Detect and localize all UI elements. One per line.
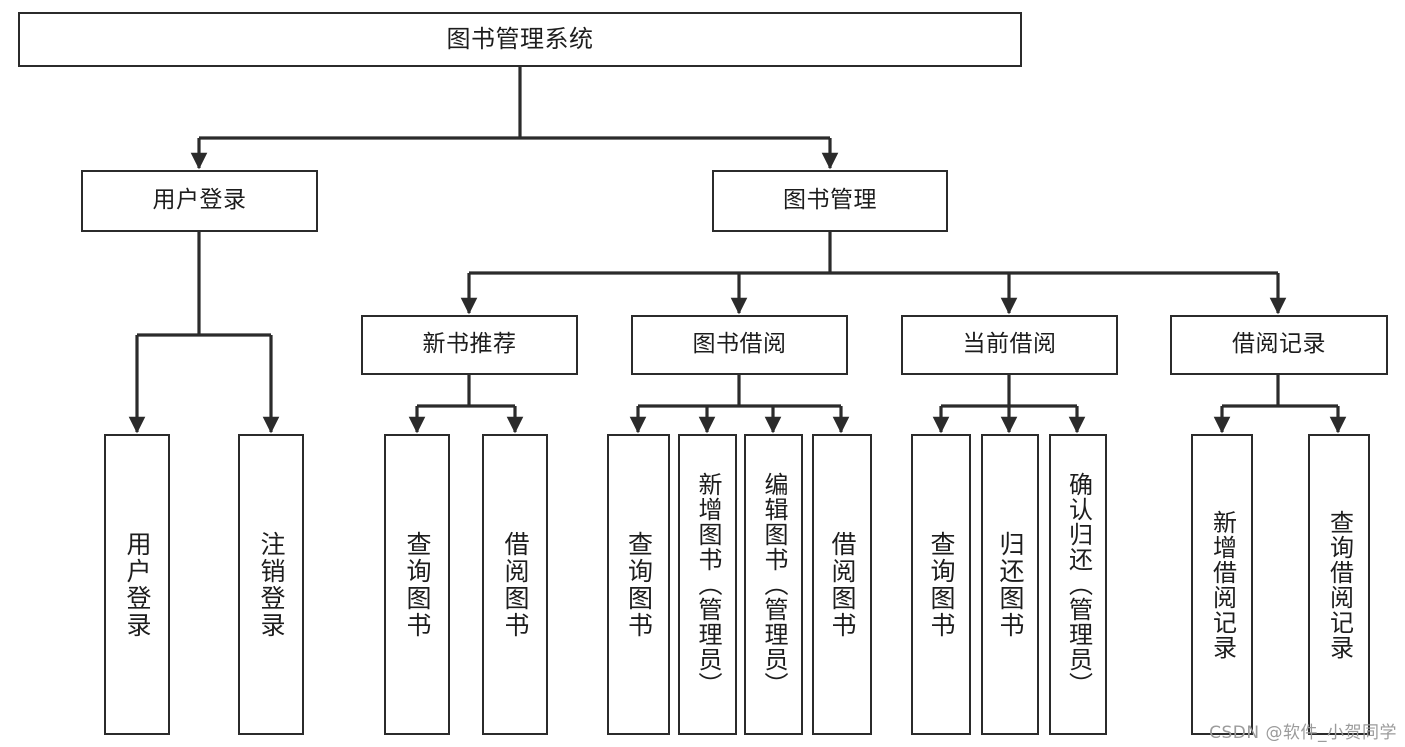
node-leaf-add-book-admin[interactable]: 新增图书（管理员） xyxy=(678,434,737,735)
node-root-system[interactable]: 图书管理系统 xyxy=(18,12,1022,67)
node-label: 确认归还（管理员） xyxy=(1064,472,1093,697)
node-label: 新书推荐 xyxy=(422,331,517,358)
node-user-login[interactable]: 用户登录 xyxy=(81,170,318,232)
node-label: 用户登录 xyxy=(123,530,152,639)
node-current-borrow[interactable]: 当前借阅 xyxy=(901,315,1118,375)
node-label: 归还图书 xyxy=(996,530,1025,639)
node-leaf-query-book-recommend[interactable]: 查询图书 xyxy=(384,434,450,735)
node-label: 查询图书 xyxy=(624,530,654,639)
node-leaf-query-book-current[interactable]: 查询图书 xyxy=(911,434,971,735)
node-leaf-edit-book-admin[interactable]: 编辑图书（管理员） xyxy=(744,434,803,735)
node-leaf-query-borrow-record[interactable]: 查询借阅记录 xyxy=(1308,434,1370,735)
node-label: 编辑图书（管理员） xyxy=(759,472,788,697)
node-label: 注销登录 xyxy=(257,530,286,639)
node-leaf-query-book-borrow[interactable]: 查询图书 xyxy=(607,434,670,735)
node-leaf-logout-login[interactable]: 注销登录 xyxy=(238,434,304,735)
node-label: 借阅图书 xyxy=(828,530,857,639)
node-label: 当前借阅 xyxy=(962,331,1057,358)
node-leaf-return-book[interactable]: 归还图书 xyxy=(981,434,1039,735)
node-leaf-user-login[interactable]: 用户登录 xyxy=(104,434,170,735)
csdn-watermark: CSDN @软件_小贺同学 xyxy=(1209,723,1397,743)
node-label: 图书管理 xyxy=(783,187,877,214)
node-label: 查询借阅记录 xyxy=(1325,509,1354,660)
node-borrow-record[interactable]: 借阅记录 xyxy=(1170,315,1388,375)
node-label: 借阅记录 xyxy=(1232,331,1326,358)
node-book-management[interactable]: 图书管理 xyxy=(712,170,948,232)
node-book-borrow[interactable]: 图书借阅 xyxy=(631,315,848,375)
node-leaf-confirm-return-admin[interactable]: 确认归还（管理员） xyxy=(1049,434,1107,735)
node-label: 借阅图书 xyxy=(501,530,530,639)
node-leaf-borrow-book-borrow[interactable]: 借阅图书 xyxy=(812,434,872,735)
node-label: 新增图书（管理员） xyxy=(693,472,722,697)
node-label: 新增借阅记录 xyxy=(1208,509,1237,660)
node-label: 用户登录 xyxy=(152,187,247,214)
node-label: 查询图书 xyxy=(403,530,432,639)
node-label: 查询图书 xyxy=(927,530,956,639)
node-leaf-borrow-book-recommend[interactable]: 借阅图书 xyxy=(482,434,548,735)
node-new-book-recommend[interactable]: 新书推荐 xyxy=(361,315,578,375)
node-label: 图书借阅 xyxy=(692,331,787,358)
node-label: 图书管理系统 xyxy=(446,25,594,54)
node-leaf-add-borrow-record[interactable]: 新增借阅记录 xyxy=(1191,434,1253,735)
